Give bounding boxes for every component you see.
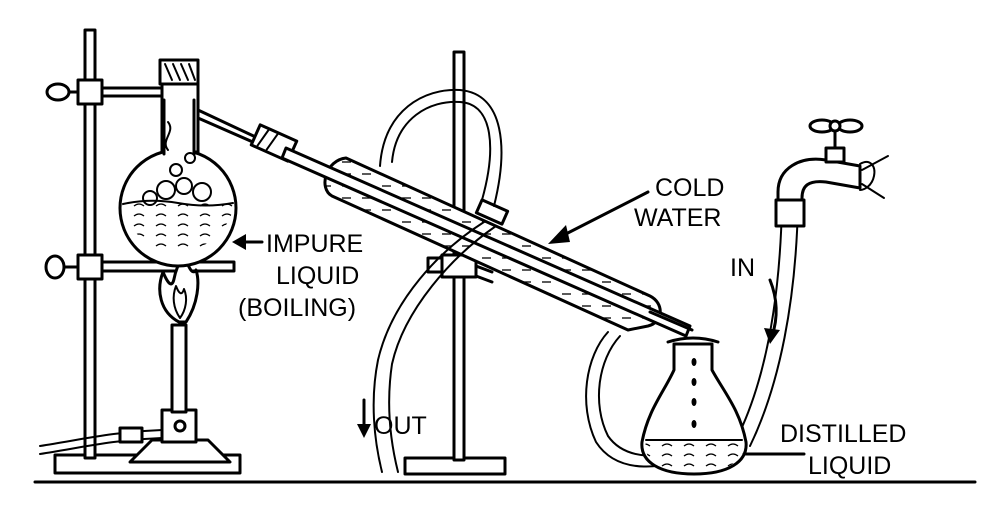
label-distilled-line2: LIQUID	[808, 452, 891, 480]
burner-flame	[158, 252, 200, 324]
label-cold-water-line1: COLD	[655, 174, 724, 202]
impure-liquid-arrow	[232, 234, 264, 250]
label-impure-line2: LIQUID	[276, 262, 359, 290]
side-arm-tube	[196, 108, 299, 163]
label-out: OUT	[374, 412, 427, 440]
boiling-flask	[118, 58, 238, 268]
receiving-flask	[640, 336, 748, 476]
label-distilled-line1: DISTILLED	[780, 420, 906, 448]
out-flow-arrow	[357, 398, 371, 438]
label-impure-line3: (BOILING)	[238, 294, 356, 322]
cold-water-arrow	[548, 190, 650, 244]
water-tap	[774, 118, 889, 228]
label-cold-water-line2: WATER	[634, 204, 722, 232]
in-flow-arrow	[764, 278, 780, 344]
label-in: IN	[730, 254, 755, 282]
bunsen-burner	[39, 323, 232, 464]
label-impure-line1: IMPURE	[266, 230, 363, 258]
outlet-hose	[372, 88, 503, 473]
liebig-condenser	[280, 146, 694, 338]
